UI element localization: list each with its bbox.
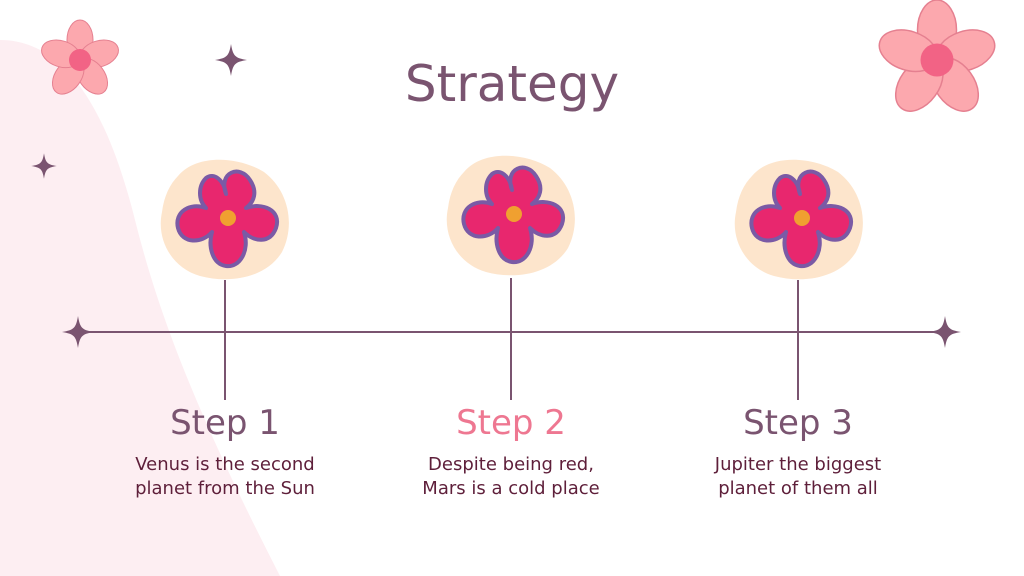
slide-title: Strategy [404,55,620,113]
step-2-description: Despite being red, Mars is a cold place [381,453,641,501]
step-1-heading: Step 1 [170,403,280,443]
background-blob [0,40,280,576]
step-1-description-line-1: Venus is the second [135,454,315,475]
step-3-description: Jupiter the biggest planet of them all [668,453,928,501]
step-2-description-line-1: Despite being red, [428,454,594,475]
step-3-heading: Step 3 [743,403,853,443]
step-3-description-line-2: planet of them all [718,478,878,499]
timeline-end-star-icon [929,316,961,348]
flower-icon [444,153,577,278]
step-3-description-line-1: Jupiter the biggest [714,454,882,475]
step-2-description-line-2: Mars is a cold place [422,478,600,499]
step-1-description: Venus is the second planet from the Sun [95,453,355,501]
flower-icon [158,157,291,282]
step-2-heading: Step 2 [456,403,566,443]
step-1-description-line-2: planet from the Sun [135,478,315,499]
flower-icon [732,157,865,282]
